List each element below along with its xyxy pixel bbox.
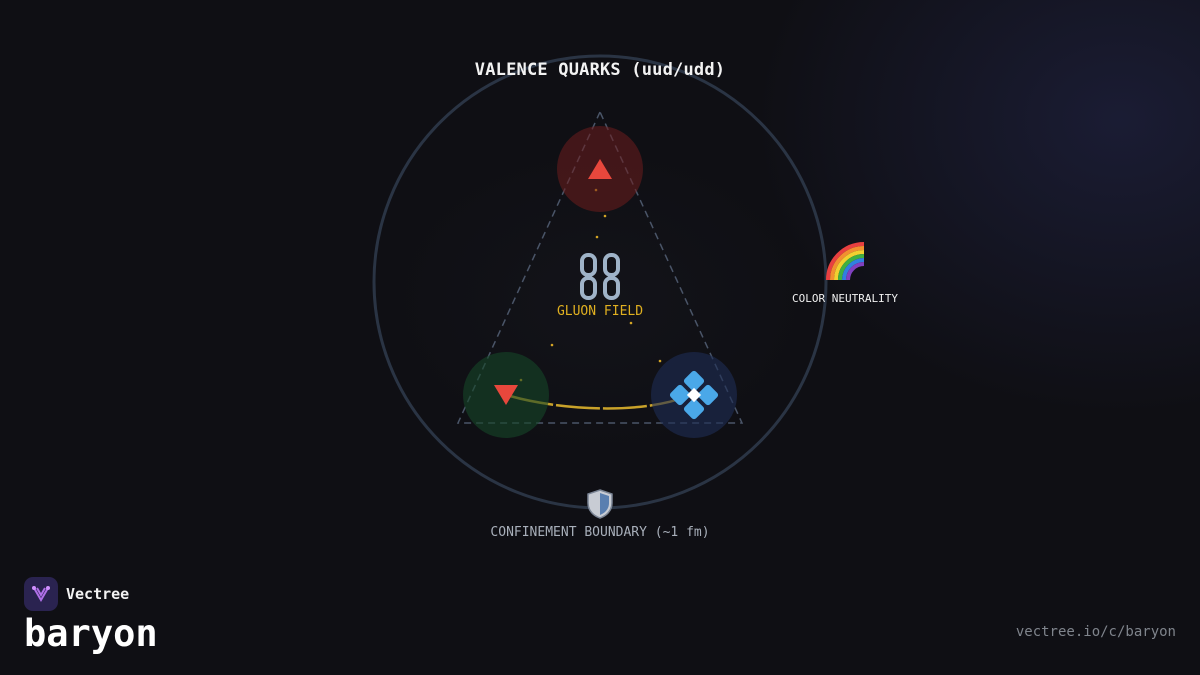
color-neutrality-label: COLOR NEUTRALITY — [792, 292, 898, 305]
shield-icon — [587, 489, 613, 519]
chain-link-icon — [580, 253, 620, 300]
rainbow-icon — [826, 242, 865, 281]
diagram-title: VALENCE QUARKS (uud/udd) — [474, 60, 726, 80]
confinement-boundary-label: CONFINEMENT BOUNDARY (~1 fm) — [490, 525, 710, 540]
blue-diamond-icon — [668, 369, 720, 421]
brand[interactable]: Vectree — [24, 577, 129, 611]
blue-quark — [651, 352, 737, 438]
green-quark — [463, 352, 549, 438]
page-url[interactable]: vectree.io/c/baryon — [1015, 624, 1176, 640]
page-title: baryon — [24, 612, 158, 655]
gluon-field-label: GLUON FIELD — [556, 304, 644, 319]
red-triangle-down-icon — [494, 385, 518, 405]
vectree-logo-icon — [24, 577, 58, 611]
brand-name: Vectree — [66, 585, 130, 603]
color-triangle — [456, 110, 744, 424]
red-triangle-up-icon — [588, 159, 612, 179]
red-quark — [557, 126, 643, 212]
